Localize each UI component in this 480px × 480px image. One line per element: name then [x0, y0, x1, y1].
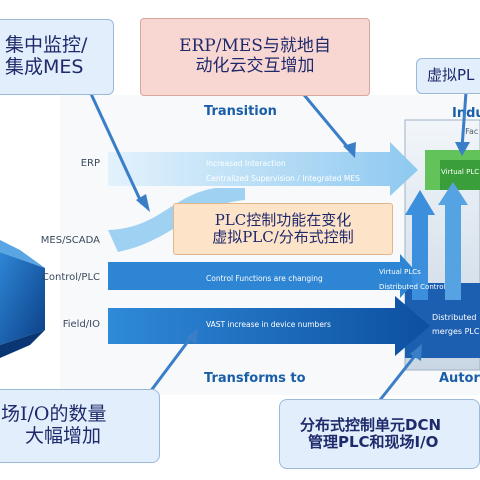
distributed-label: Distributed	[432, 313, 476, 322]
transition-heading: Transition	[204, 104, 277, 119]
virtual-plcs-label: Virtual PLCs	[379, 268, 421, 276]
callout-dcn-line2: 管理PLC和现场I/O	[308, 433, 439, 451]
pyramid-block	[0, 252, 45, 345]
upward-arrow-left	[405, 190, 435, 300]
pointer-field-io	[148, 335, 194, 393]
pointer-erp-mes-head	[343, 142, 356, 158]
row-label-mes-scada: MES/SCADA	[41, 235, 100, 246]
callout-field-io-line1: 场I/O的数量	[1, 403, 107, 426]
increased-interaction-label: Increased Interaction	[206, 159, 286, 168]
pointer-erp-mes	[298, 89, 352, 151]
callout-plc-control: PLC控制功能在变化 虚拟PLC/分布式控制	[173, 203, 393, 255]
callout-virtual-plc-label: 虚拟PL	[427, 66, 475, 85]
transforms-to-heading: Transforms to	[204, 371, 306, 386]
virtual-plc-inner	[440, 160, 480, 190]
control-functions-label: Control Functions are changing	[206, 274, 323, 283]
callout-erp-mes-line2: 动化云交互增加	[195, 56, 315, 76]
centralized-supervision-label: Centralized Supervision / Integrated MES	[206, 174, 360, 183]
callout-field-io: 场I/O的数量 大幅增加	[0, 389, 160, 463]
row-label-field-io: Field/IO	[63, 319, 100, 330]
callout-centralized-mes-line1: 集中监控/	[5, 34, 88, 57]
row-label-erp: ERP	[81, 158, 100, 169]
vast-increase-label: VAST increase in device numbers	[206, 320, 331, 329]
pointer-dcn	[378, 351, 420, 401]
pyramid-bottom	[0, 330, 45, 358]
callout-plc-control-line1: PLC控制功能在变化	[214, 210, 352, 229]
upward-arrow-right	[438, 182, 468, 300]
callout-plc-control-line2: 虚拟PLC/分布式控制	[212, 228, 354, 246]
pointer-virtual-plc	[460, 91, 468, 149]
pointer-dcn-head	[410, 344, 422, 361]
pointer-top-left-head	[136, 194, 150, 212]
distributed-control-label: Distributed Control	[379, 283, 446, 291]
industry-heading: Indu	[452, 106, 480, 121]
callout-dcn: 分布式控制单元DCN 管理PLC和现场I/O	[279, 399, 480, 469]
callout-field-io-line2: 大幅增加	[25, 425, 102, 447]
virtual-plc-box-label: Virtual PLC	[441, 168, 479, 176]
callout-centralized-mes-line2: 集成MES	[5, 56, 84, 78]
callout-erp-mes: ERP/MES与就地自 动化云交互增加	[140, 18, 370, 96]
callout-erp-mes-line1: ERP/MES与就地自	[179, 36, 331, 57]
erp-arrow	[108, 142, 418, 196]
row-label-control-plc: Control/PLC	[42, 272, 100, 283]
callout-centralized-mes: 集中监控/ 集成MES	[0, 19, 114, 95]
callout-dcn-line1: 分布式控制单元DCN	[300, 415, 442, 434]
control-arrow	[108, 254, 420, 298]
factory-subheading: (Fac	[462, 127, 478, 136]
pointer-field-io-head	[186, 328, 198, 344]
callout-virtual-plc: 虚拟PL	[416, 58, 480, 94]
pyramid-top	[0, 240, 45, 268]
automation-heading: Autor	[439, 371, 480, 386]
pointer-virtual-plc-head	[455, 142, 470, 156]
merges-plc-label: merges PLC	[432, 327, 480, 336]
